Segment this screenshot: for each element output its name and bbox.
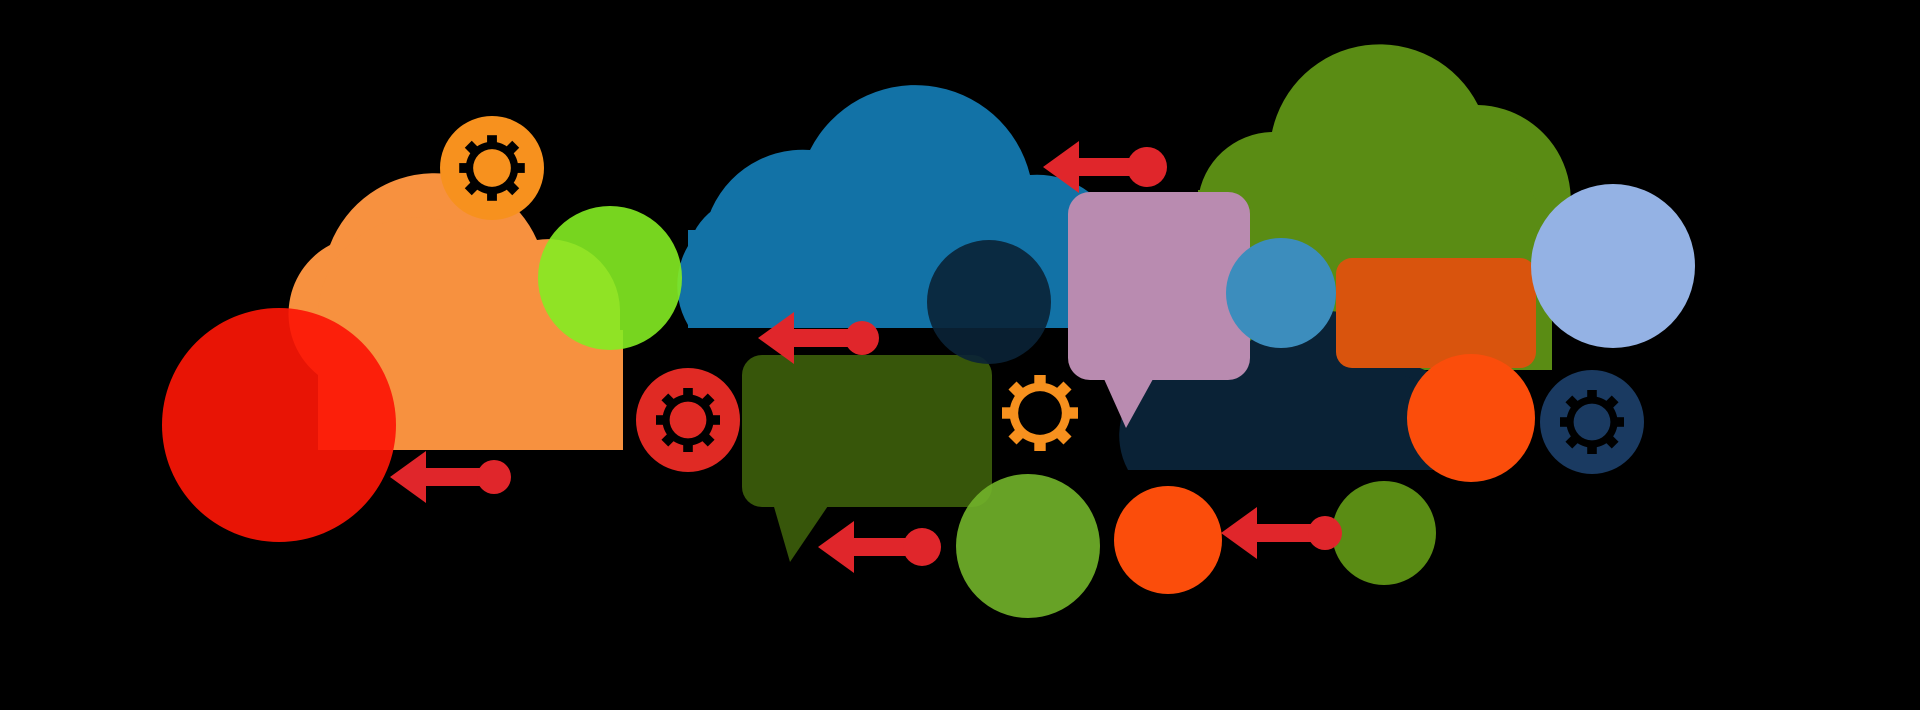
circle-green-sm xyxy=(1332,481,1436,585)
arrow-left-3 xyxy=(1043,141,1167,193)
circle-green-mid xyxy=(956,474,1100,618)
circle-navy-dark xyxy=(927,240,1051,364)
bubble-mauve xyxy=(1068,192,1250,428)
arrow-left-2 xyxy=(758,312,879,364)
bubble-green xyxy=(742,355,992,562)
gear-navy xyxy=(1540,370,1644,474)
arrow-left-1 xyxy=(390,451,511,503)
circle-red xyxy=(162,308,396,542)
circle-blue-light xyxy=(1531,184,1695,348)
circle-green-bright xyxy=(538,206,682,350)
circle-orange-br xyxy=(1407,354,1535,482)
arrow-left-5 xyxy=(1221,507,1342,559)
circle-orange-sm xyxy=(1114,486,1222,594)
arrow-left-4 xyxy=(818,521,941,573)
gear-orange-top xyxy=(440,116,544,220)
gear-red xyxy=(636,368,740,472)
circle-blue-mid xyxy=(1226,238,1336,348)
